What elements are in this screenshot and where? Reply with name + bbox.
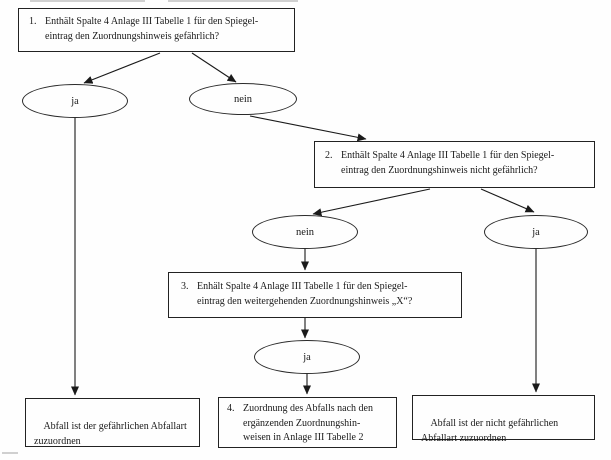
step-4-number: 4. [227, 403, 235, 414]
scan-artifact [30, 0, 145, 2]
decision-ja-3-label: ja [303, 351, 311, 363]
decision-ja-3: ja [254, 340, 360, 374]
result-hazardous-box: Abfall ist der gefährlichen Abfallart zu… [25, 398, 200, 447]
result-not-hazardous-box: Abfall ist der nicht gefährlichen Abfall… [412, 395, 595, 444]
decision-nein-1-label: nein [233, 93, 253, 105]
scan-artifact [2, 452, 18, 454]
arrow-q2-to-ja2 [480, 188, 535, 213]
decision-nein-2-label: nein [295, 226, 315, 238]
question-3-text: Enhält Spalte 4 Anlage III Tabelle 1 für… [197, 281, 413, 307]
arrow-q1-to-nein1 [191, 52, 237, 83]
result-not-hazardous-text: Abfall ist der nicht gefährlichen Abfall… [421, 418, 559, 444]
decision-nein-1: nein [189, 83, 297, 115]
arrow-nein1-to-q2 [249, 115, 367, 142]
question-2-number: 2. [325, 150, 333, 161]
decision-ja-2-label: ja [532, 226, 540, 238]
step-4-text: Zuordnung des Abfalls nach den ergänzend… [243, 403, 373, 443]
question-1-number: 1. [29, 16, 37, 27]
decision-nein-2: nein [252, 215, 358, 249]
question-2-text: Enthält Spalte 4 Anlage III Tabelle 1 fü… [341, 150, 555, 176]
decision-ja-1: ja [22, 84, 128, 118]
question-1-box: 1. Enthält Spalte 4 Anlage III Tabelle 1… [18, 8, 295, 52]
scan-artifact [168, 0, 298, 2]
decision-ja-1-label: ja [71, 95, 79, 107]
decision-ja-2: ja [484, 215, 588, 249]
step-4-box: 4. Zuordnung des Abfalls nach den ergänz… [218, 397, 397, 448]
question-3-number: 3. [181, 281, 189, 292]
arrow-q2-to-nein2 [312, 188, 431, 217]
question-3-box: 3. Enhält Spalte 4 Anlage III Tabelle 1 … [168, 272, 462, 318]
arrow-q1-to-ja1 [83, 52, 161, 84]
question-2-box: 2. Enthält Spalte 4 Anlage III Tabelle 1… [314, 141, 595, 188]
question-1-text: Enthält Spalte 4 Anlage III Tabelle 1 fü… [45, 16, 259, 42]
result-hazardous-text: Abfall ist der gefährlichen Abfallart zu… [34, 421, 187, 447]
